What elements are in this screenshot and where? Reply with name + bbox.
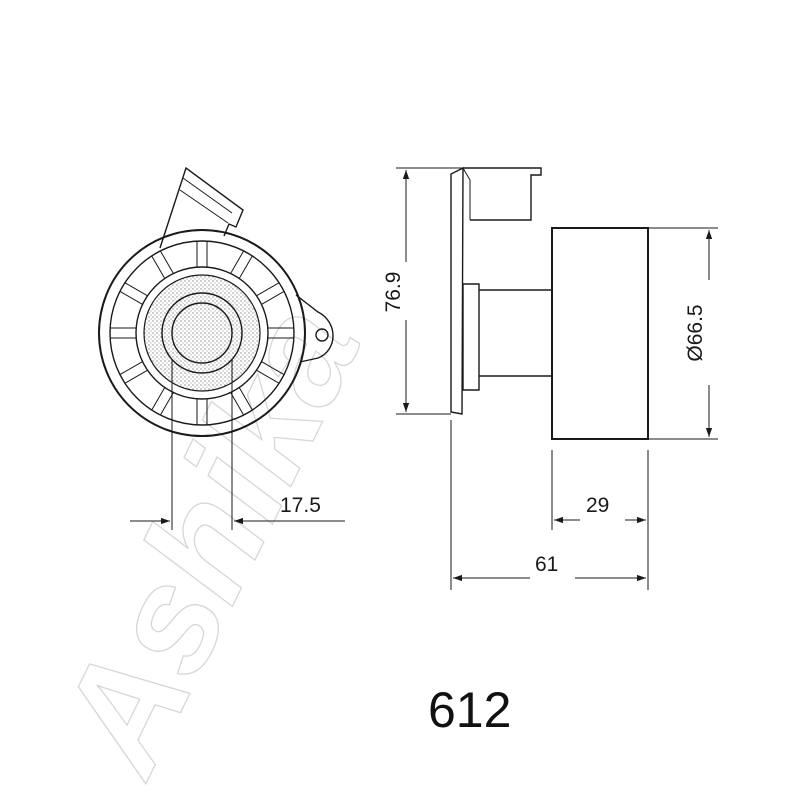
pulley-rib <box>159 392 174 416</box>
backing-plate <box>450 166 464 415</box>
pulley-rib <box>256 282 280 297</box>
pulley-ribs <box>110 241 294 425</box>
bearing-inner-race <box>161 292 243 374</box>
pulley-rib <box>238 387 253 411</box>
front-view: 17.5 <box>98 166 345 530</box>
lug-hole <box>315 328 329 342</box>
arm-protrusion <box>463 167 542 221</box>
pulley-cylinder <box>551 227 649 440</box>
dimension-diameter: Ø66.5 <box>684 230 713 437</box>
dim-label-diameter: Ø66.5 <box>684 304 707 361</box>
pulley-rib <box>119 290 143 305</box>
pulley-rib <box>230 392 245 416</box>
pulley-rib <box>159 250 174 274</box>
mounting-lug <box>295 294 334 363</box>
pulley-rim <box>109 240 295 426</box>
pulley-rib <box>151 255 166 279</box>
dim-label-76-9: 76.9 <box>382 272 405 313</box>
pulley-rib <box>238 255 253 279</box>
dim-label-17-5: 17.5 <box>280 494 321 517</box>
pulley-rib <box>256 369 280 384</box>
bracket-arm <box>159 166 244 249</box>
dimension-height: 76.9 <box>382 170 410 412</box>
bearing-outer <box>135 266 269 400</box>
dimension-overall-length: 61 <box>453 553 646 582</box>
dimension-pulley-width: 29 <box>554 494 646 524</box>
pulley-rib <box>124 369 148 384</box>
pulley-rib <box>261 361 285 376</box>
hub-flange <box>462 283 480 391</box>
pulley-rib <box>151 387 166 411</box>
dim-label-29: 29 <box>586 494 609 517</box>
part-number: 612 <box>428 682 511 738</box>
pulley-outer <box>98 229 306 437</box>
hub-stem <box>479 289 553 377</box>
pulley-rib <box>261 290 285 305</box>
dimension-bore-offset: 17.5 <box>130 494 345 525</box>
bore-hole <box>171 302 233 364</box>
pulley-rib <box>124 282 148 297</box>
bearing-seal <box>143 274 261 392</box>
pulley-rib <box>230 250 245 274</box>
side-view: 76.9 Ø66.5 29 61 <box>382 166 718 590</box>
dim-label-61: 61 <box>535 553 558 576</box>
pulley-rib <box>119 361 143 376</box>
